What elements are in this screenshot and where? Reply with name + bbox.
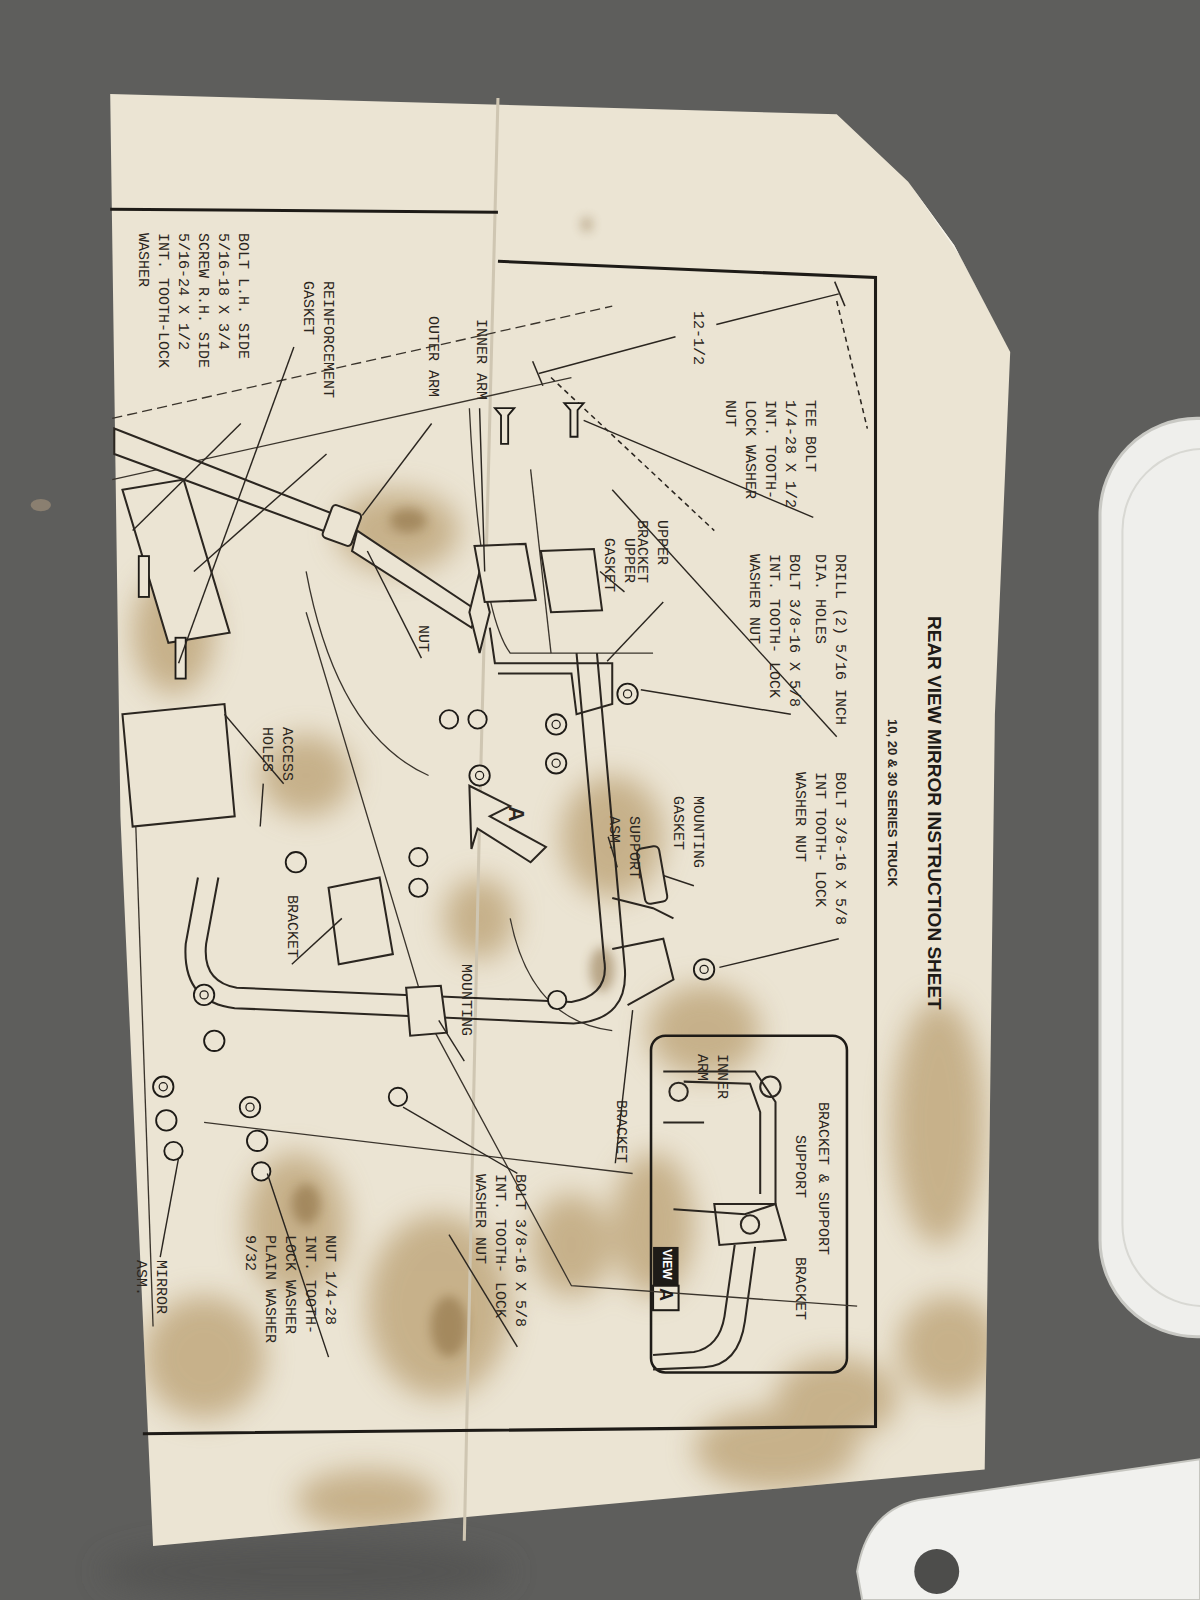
part-callout: BRACKET & SUPPORT xyxy=(812,1102,832,1261)
part-callout: SUPPORT xyxy=(789,1135,809,1198)
view-marker: A xyxy=(502,806,531,822)
part-callout: BOLT 3/8-16 X 5/8 INT TOOTH- LOCK WASHER… xyxy=(789,772,849,931)
view-tag: VIEW xyxy=(659,1249,675,1280)
part-callout: BRACKET xyxy=(281,895,301,958)
part-callout: MIRROR ASM. xyxy=(130,1260,170,1320)
part-callout: BOLT 3/8-16 X 5/8 INT. TOOTH- LOCK WASHE… xyxy=(743,554,803,713)
part-callout: MOUNTING xyxy=(455,964,475,1036)
subtitle: 10, 20 & 30 SERIES TRUCK xyxy=(884,719,901,887)
part-callout: ACCESS HOLES xyxy=(256,727,296,787)
part-callout: UPPER BRACKET xyxy=(631,520,671,589)
note: DRILL (2) 5/16 INCH DIA. HOLES xyxy=(809,554,849,731)
view-tag: A xyxy=(654,1288,678,1301)
title: REAR VIEW MIRROR INSTRUCTION SHEET xyxy=(922,616,947,1010)
dimension: 12-1/2 xyxy=(687,311,707,365)
part-callout: REINFORCEMENT GASKET xyxy=(297,281,337,404)
part-callout: BRACKET xyxy=(610,1100,630,1163)
part-callout: BRACKET xyxy=(789,1257,809,1320)
part-callout: OUTER ARM xyxy=(422,316,442,397)
part-callout: NUT 1/4-28 INT. TOOTH- LOCK WASHER PLAIN… xyxy=(239,1235,339,1349)
part-callout: UPPER GASKET xyxy=(598,538,638,598)
part-callout: BOLT 3/8-16 X 5/8 INT. TOOTH- LOCK WASHE… xyxy=(469,1174,529,1333)
part-callout: INNER ARM xyxy=(691,1054,731,1105)
part-callout: INNER ARM xyxy=(470,319,490,400)
part-callout: NUT xyxy=(412,625,432,652)
part-callout: SUPPORT ASM. xyxy=(603,816,643,885)
part-callout: MOUNTING GASKET xyxy=(667,796,707,874)
part-callout: TEE BOLT 1/4-28 X 1/2 INT. TOOTH- LOCK W… xyxy=(719,400,819,514)
part-callout: BOLT L.H. SIDE 5/16-18 X 3/4 SCREW R.H. … xyxy=(132,233,252,374)
